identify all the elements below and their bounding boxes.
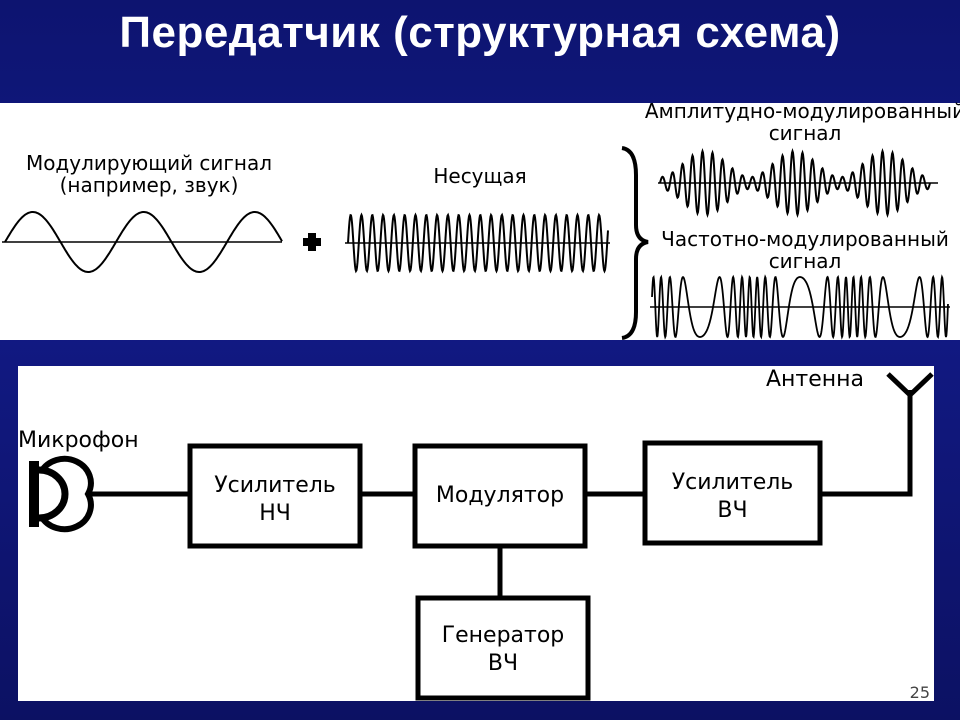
wire-to-antenna [820,390,913,497]
antenna-icon [886,372,934,397]
modulating-signal-label: Модулирующий сигнал (например, звук) [25,151,273,197]
page-number: 25 [909,683,930,702]
carrier-wave [345,212,610,274]
fm-signal-wave [650,274,950,340]
fm-signal-label: Частотно-модулированный сигнал [661,227,949,273]
plus-sign [303,233,321,251]
hf-generator-block [415,595,591,701]
modulator-label: Модулятор [435,483,565,508]
am-signal-wave [658,147,938,219]
brace [621,146,649,340]
microphone-icon [29,455,94,533]
carrier-label: Несущая [433,164,527,188]
antenna-label: Антенна [766,367,865,392]
microphone-label: Микрофон [18,428,139,453]
hf-amplifier-block [642,440,823,546]
lf-amplifier-label: Усилитель НЧ [214,473,336,526]
hf-generator-label: Генератор ВЧ [441,623,565,676]
hf-amplifier-label: Усилитель ВЧ [671,470,794,523]
am-signal-label: Амплитудно-модулированный сигнал [644,99,960,145]
modulating-signal-wave [2,211,283,273]
slide-title: Передатчик (структурная схема) [119,8,841,57]
